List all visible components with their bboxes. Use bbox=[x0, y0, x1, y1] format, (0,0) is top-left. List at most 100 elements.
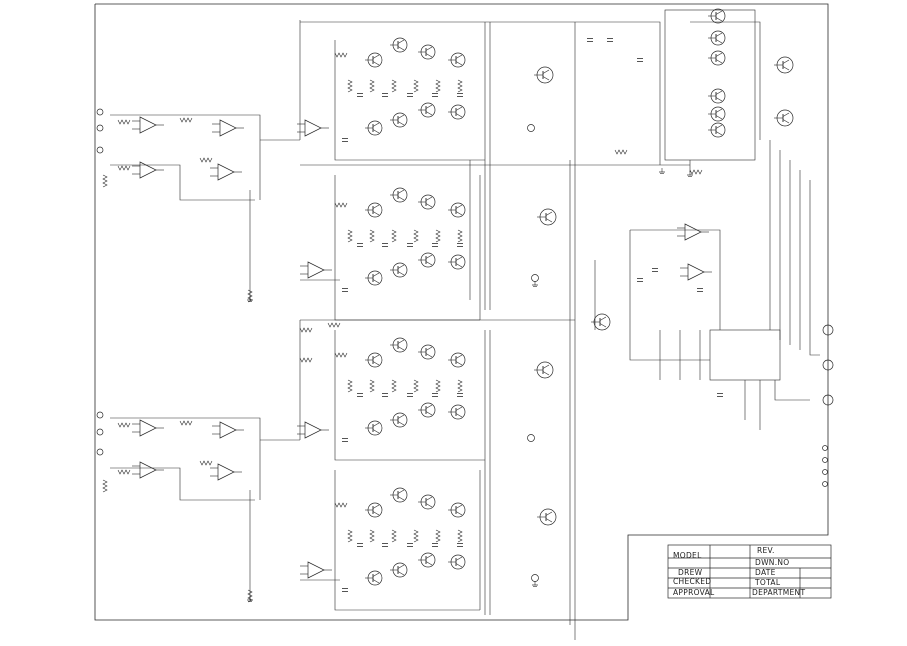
resistor-symbol bbox=[347, 529, 353, 543]
transistor-symbol bbox=[365, 270, 383, 286]
transistor-symbol bbox=[365, 202, 383, 218]
resistor-symbol bbox=[614, 149, 628, 155]
capacitor-symbol bbox=[652, 268, 658, 272]
capacitor-symbol bbox=[637, 58, 643, 62]
op-amp-symbol bbox=[297, 421, 329, 439]
transistor-symbol bbox=[708, 106, 726, 122]
resistor-symbol bbox=[413, 529, 419, 543]
capacitor-symbol bbox=[382, 93, 388, 97]
transistor-symbol bbox=[365, 570, 383, 586]
transistor-symbol bbox=[448, 202, 466, 218]
transistor-symbol bbox=[365, 352, 383, 368]
connector-terminal bbox=[96, 108, 104, 116]
ground-symbol bbox=[532, 581, 538, 587]
transistor-symbol bbox=[390, 562, 408, 578]
transistor-symbol bbox=[418, 194, 436, 210]
transistor-symbol bbox=[708, 50, 726, 66]
title-block-dwn-no: DWN.NO bbox=[755, 558, 790, 567]
transistor-symbol bbox=[390, 262, 408, 278]
connector-terminal bbox=[531, 574, 539, 582]
capacitor-symbol bbox=[382, 243, 388, 247]
resistor-symbol bbox=[102, 174, 108, 188]
capacitor-symbol bbox=[407, 93, 413, 97]
resistor-symbol bbox=[435, 379, 441, 393]
transistor-symbol bbox=[448, 52, 466, 68]
resistor-symbol bbox=[435, 229, 441, 243]
title-block-date: DATE bbox=[755, 568, 776, 577]
resistor-symbol bbox=[413, 229, 419, 243]
resistor-symbol bbox=[299, 357, 313, 363]
resistor-symbol bbox=[391, 529, 397, 543]
transistor-symbol bbox=[418, 102, 436, 118]
capacitor-symbol bbox=[342, 438, 348, 442]
resistor-symbol bbox=[369, 529, 375, 543]
transistor-symbol bbox=[708, 8, 726, 24]
resistor-symbol bbox=[199, 157, 213, 163]
title-block-total: TOTAL bbox=[754, 578, 781, 587]
op-amp-symbol bbox=[300, 261, 332, 279]
resistor-symbol bbox=[334, 352, 348, 358]
capacitor-symbol bbox=[357, 393, 363, 397]
connector-terminal bbox=[822, 445, 828, 451]
title-block-rev: REV. bbox=[757, 546, 775, 555]
title-block-approval: APPROVAL bbox=[673, 588, 715, 597]
connector-terminal bbox=[822, 359, 834, 371]
title-block-model: MODEL bbox=[673, 551, 702, 560]
capacitor-symbol bbox=[457, 243, 463, 247]
transistor-symbol bbox=[418, 252, 436, 268]
capacitor-symbol bbox=[342, 588, 348, 592]
resistor-symbol bbox=[457, 379, 463, 393]
op-amp-symbol bbox=[677, 223, 709, 241]
capacitor-symbol bbox=[607, 38, 613, 42]
ground-symbol bbox=[687, 171, 693, 177]
capacitor-symbol bbox=[407, 543, 413, 547]
capacitor-symbol bbox=[697, 288, 703, 292]
capacitor-symbol bbox=[382, 393, 388, 397]
op-amp-symbol bbox=[132, 116, 164, 134]
op-amp-symbol bbox=[132, 161, 164, 179]
capacitor-symbol bbox=[407, 243, 413, 247]
op-amp-symbol bbox=[212, 119, 244, 137]
capacitor-symbol bbox=[457, 93, 463, 97]
resistor-symbol bbox=[347, 229, 353, 243]
transistor-symbol bbox=[390, 187, 408, 203]
transistor-symbol bbox=[708, 88, 726, 104]
transistor-symbol bbox=[448, 254, 466, 270]
ground-symbol bbox=[247, 296, 253, 302]
transistor-symbol bbox=[418, 552, 436, 568]
resistor-symbol bbox=[334, 502, 348, 508]
transistor-symbol bbox=[448, 404, 466, 420]
capacitor-symbol bbox=[587, 38, 593, 42]
connector-terminal bbox=[96, 428, 104, 436]
connector-terminal bbox=[822, 457, 828, 463]
connector-terminal bbox=[96, 448, 104, 456]
resistor-symbol bbox=[299, 327, 313, 333]
transistor-symbol bbox=[708, 122, 726, 138]
op-amp-symbol bbox=[210, 463, 242, 481]
capacitor-symbol bbox=[717, 393, 723, 397]
resistor-symbol bbox=[102, 479, 108, 493]
connector-terminal bbox=[96, 146, 104, 154]
capacitor-symbol bbox=[357, 93, 363, 97]
transistor-symbol bbox=[365, 502, 383, 518]
connector-terminal bbox=[822, 481, 828, 487]
resistor-symbol bbox=[327, 322, 341, 328]
connector-terminal bbox=[531, 274, 539, 282]
connector-terminal bbox=[527, 434, 535, 442]
resistor-symbol bbox=[457, 529, 463, 543]
resistor-symbol bbox=[391, 229, 397, 243]
title-block-department: DEPARTMENT bbox=[752, 588, 805, 597]
resistor-symbol bbox=[391, 79, 397, 93]
transistor-symbol bbox=[537, 508, 557, 526]
transistor-symbol bbox=[418, 402, 436, 418]
op-amp-symbol bbox=[680, 263, 712, 281]
transistor-symbol bbox=[534, 361, 554, 379]
resistor-symbol bbox=[347, 379, 353, 393]
capacitor-symbol bbox=[457, 543, 463, 547]
op-amp-symbol bbox=[132, 461, 164, 479]
resistor-symbol bbox=[457, 79, 463, 93]
transistor-symbol bbox=[418, 344, 436, 360]
capacitor-symbol bbox=[342, 288, 348, 292]
